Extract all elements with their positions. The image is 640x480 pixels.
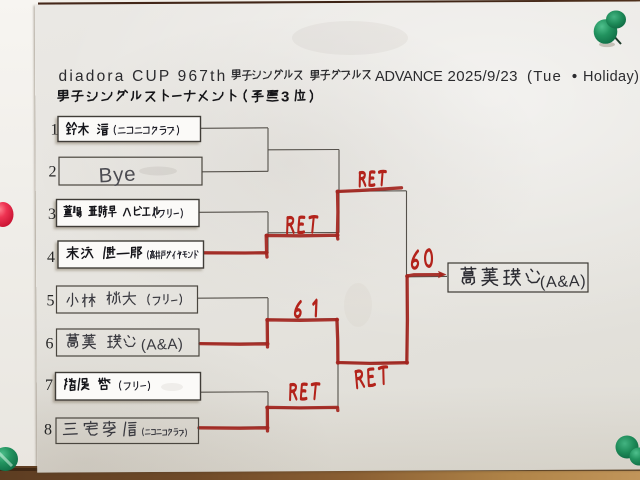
svg-text:1: 1 xyxy=(51,122,59,139)
svg-text:Holiday): Holiday) xyxy=(583,69,639,85)
svg-text:2: 2 xyxy=(49,164,57,181)
svg-text:(Tue: (Tue xyxy=(527,68,562,85)
svg-text:ADVANCE: ADVANCE xyxy=(375,69,443,85)
svg-text:7: 7 xyxy=(45,377,53,394)
svg-text:(A&A): (A&A) xyxy=(540,273,587,292)
svg-text:(A&A): (A&A) xyxy=(141,336,184,354)
svg-text:4: 4 xyxy=(47,249,55,266)
svg-text:8: 8 xyxy=(44,422,52,439)
svg-text:Bye: Bye xyxy=(98,163,137,188)
svg-text:diadora CUP 967th: diadora CUP 967th xyxy=(59,68,228,85)
svg-text:6: 6 xyxy=(46,336,54,353)
svg-text:5: 5 xyxy=(47,293,55,310)
svg-text:3: 3 xyxy=(281,89,289,106)
svg-text:2025/9/23: 2025/9/23 xyxy=(448,68,518,85)
svg-text:3: 3 xyxy=(48,206,56,223)
